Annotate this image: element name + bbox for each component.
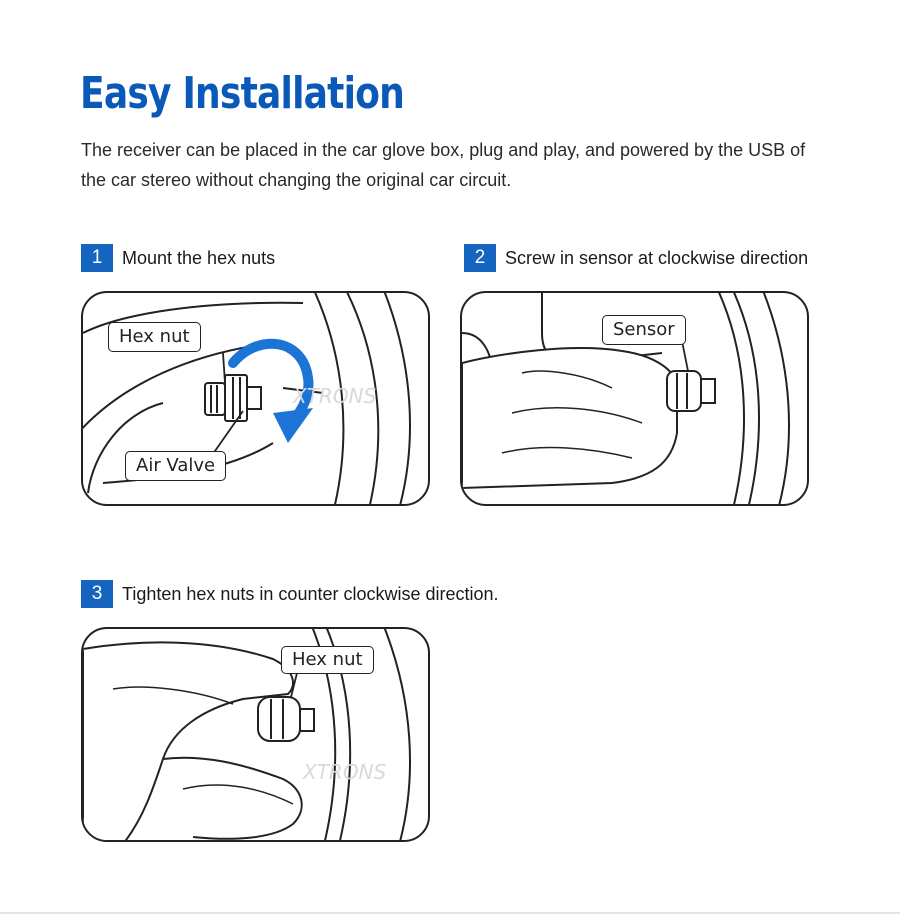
step-3-header: 3 Tighten hex nuts in counter clockwise … bbox=[81, 580, 499, 608]
step-3-illustration: XTRONS Hex nut bbox=[81, 627, 430, 842]
hand-screwing-sensor-drawing bbox=[462, 293, 790, 504]
step-1-title: Mount the hex nuts bbox=[122, 247, 276, 268]
step-1-illustration: XTRONS Hex nut Air Valve bbox=[81, 291, 430, 506]
hex-nut-label-3: Hex nut bbox=[281, 646, 374, 674]
intro-text: The receiver can be placed in the car gl… bbox=[81, 140, 806, 190]
page-title: Easy Installation bbox=[80, 68, 405, 119]
step-1-header: 1 Mount the hex nuts bbox=[81, 244, 275, 272]
watermark-text: XTRONS bbox=[292, 384, 377, 408]
step-3-number: 3 bbox=[81, 580, 113, 608]
sensor-label: Sensor bbox=[602, 315, 686, 345]
watermark-text-3: XTRONS bbox=[302, 760, 387, 784]
step-2-header: 2 Screw in sensor at clockwise direction bbox=[464, 244, 808, 272]
wheel-valve-drawing: XTRONS bbox=[83, 293, 411, 504]
step-2-title: Screw in sensor at clockwise direction bbox=[505, 247, 809, 268]
step-2-number: 2 bbox=[464, 244, 496, 272]
hand-tightening-nut-drawing: XTRONS bbox=[83, 629, 411, 840]
air-valve-label: Air Valve bbox=[125, 451, 227, 481]
step-2-illustration: Sensor bbox=[460, 291, 809, 506]
step-3-title: Tighten hex nuts in counter clockwise di… bbox=[122, 583, 499, 604]
step-1-number: 1 bbox=[81, 244, 113, 272]
hex-nut-label: Hex nut bbox=[108, 322, 201, 352]
footer-divider bbox=[0, 912, 900, 914]
